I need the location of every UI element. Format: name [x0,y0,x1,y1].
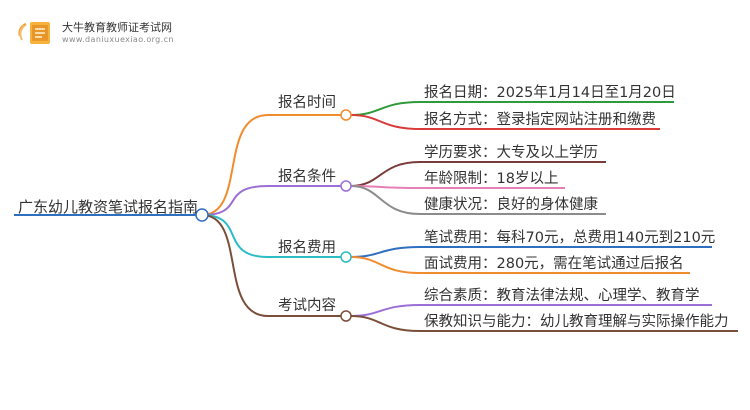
leaf-connector [350,315,421,332]
branch-node-circle [340,310,352,322]
leaf-connector [350,101,421,116]
branch-registration-time: 报名时间 [278,95,336,111]
brand-name: 大牛教育教师证考试网 [62,21,172,34]
leaf-connector [350,185,421,215]
branch-node-circle [340,180,352,192]
book-logo-icon [16,16,58,50]
leaf-registration-date: 报名日期：2025年1月14日至1月20日 [424,85,676,101]
branch-connector [201,214,269,317]
root-node-circle [195,208,209,222]
leaf-registration-method: 报名方式：登录指定网站注册和缴费 [424,112,656,128]
leaf-connector [350,114,421,130]
leaf-comprehensive-quality: 综合素质：教育法律法规、心理学、教育学 [424,288,700,304]
root-node: 广东幼儿教资笔试报名指南 [18,198,199,216]
leaf-written-fee: 笔试费用：每科70元，总费用140元到210元 [424,230,716,246]
leaf-connector [350,304,421,317]
leaf-interview-fee: 面试费用：280元，需在笔试通过后报名 [424,256,684,272]
branch-fees: 报名费用 [278,240,336,256]
leaf-connector [350,161,421,187]
branch-eligibility: 报名条件 [278,169,336,185]
leaf-health-status: 健康状况：良好的身体健康 [424,197,598,213]
branch-exam-content: 考试内容 [278,298,336,314]
leaf-childcare-knowledge: 保教知识与能力：幼儿教育理解与实际操作能力 [424,314,729,330]
branch-connector [201,185,269,216]
leaf-connector [350,256,421,274]
leaf-education-requirement: 学历要求：大专及以上学历 [424,145,598,161]
branch-node-circle [340,109,352,121]
leaf-age-limit: 年龄限制：18岁以上 [424,171,559,187]
branch-connector [201,214,269,258]
branch-node-circle [340,251,352,263]
brand-url: www.daniuxuexiao.org.cn [62,35,174,44]
leaf-connector [350,246,421,258]
branch-connector [201,114,269,216]
